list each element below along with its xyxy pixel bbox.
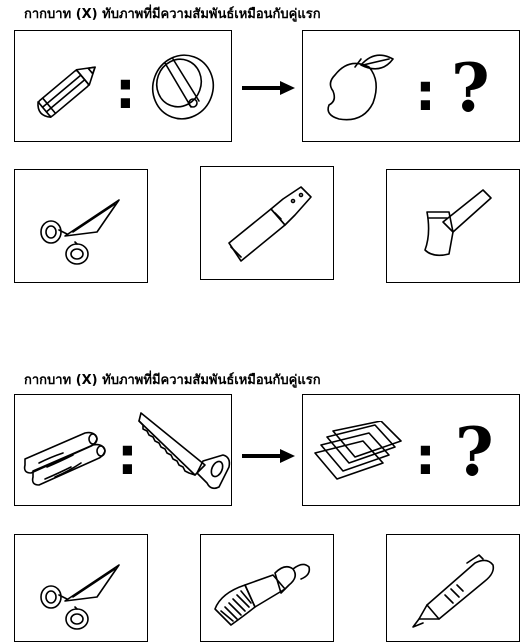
axe-icon xyxy=(424,189,492,257)
arrow-icon xyxy=(242,449,295,463)
pencil-sharpener-icon xyxy=(151,54,215,120)
exercise-2-choice-1[interactable] xyxy=(14,534,148,642)
question-separator: : xyxy=(415,427,436,487)
exercise-1-example-pair: : xyxy=(14,30,232,142)
exercise-1-choice-2[interactable] xyxy=(200,166,334,280)
arrow-icon xyxy=(242,81,295,95)
logs-icon xyxy=(23,431,106,486)
exercise-2-question-pair: : ? xyxy=(302,394,520,506)
scissors-icon xyxy=(40,199,120,265)
kitchen-knife-icon xyxy=(228,186,312,262)
exercise-1-choice-3[interactable] xyxy=(386,169,520,283)
exercise-2-choice-3[interactable] xyxy=(386,534,520,642)
pen-icon xyxy=(412,554,495,628)
exercise-2-instruction: กากบาท (X) ทับภาพที่มีความสัมพันธ์เหมือน… xyxy=(24,373,321,388)
exercise-2-example-pair: : xyxy=(14,394,232,506)
question-separator: : xyxy=(415,63,436,123)
paint-brush-icon xyxy=(214,563,311,626)
exercise-1-question-pair: : ? xyxy=(302,30,520,142)
question-mark: ? xyxy=(451,49,490,127)
exercise-1-choice-1[interactable] xyxy=(14,169,148,283)
mango-icon xyxy=(327,54,394,121)
exercise-1-instruction: กากบาท (X) ทับภาพที่มีความสัมพันธ์เหมือน… xyxy=(24,7,321,22)
scissors-icon xyxy=(40,564,120,630)
paper-stack-icon xyxy=(314,421,402,480)
pencil-icon xyxy=(37,66,96,119)
pair-separator: : xyxy=(115,61,136,121)
pair-separator: : xyxy=(117,427,138,487)
question-mark: ? xyxy=(455,413,494,491)
saw-icon xyxy=(138,412,231,490)
exercise-2-choice-2[interactable] xyxy=(200,534,334,642)
